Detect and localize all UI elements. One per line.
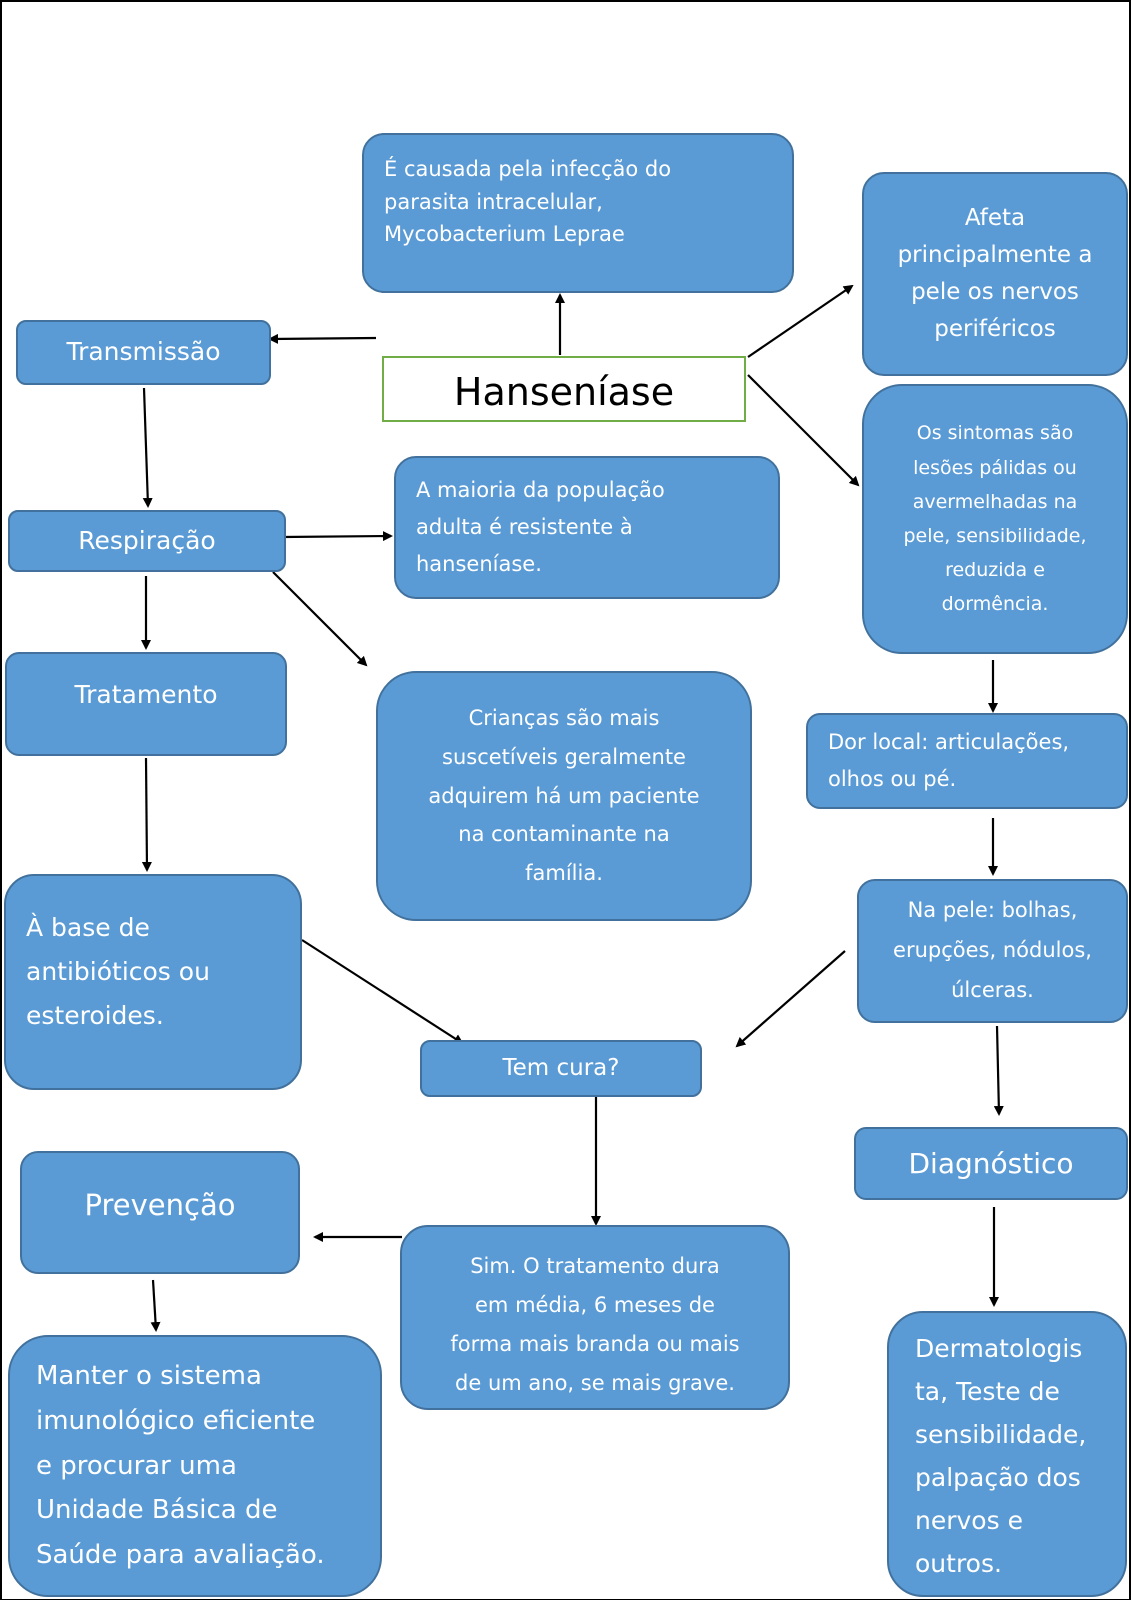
node-manter-text: Manter o sistema imunológico eficiente e… <box>36 1361 325 1571</box>
node-transmissao: Transmissão <box>16 320 271 385</box>
node-respiracao-text: Respiração <box>78 525 216 555</box>
node-antibioticos-text: À base de antibióticos ou esteroides. <box>26 913 210 1030</box>
arrow-napele-to-diagnostico <box>993 1025 1004 1116</box>
node-sintomas: Os sintomas são lesões pálidas ou averme… <box>862 384 1128 654</box>
central-topic-hanseniase: Hanseníase <box>382 356 746 422</box>
arrow-hanseniase-to-afeta <box>747 284 854 358</box>
node-dermatologista-text: Dermatologis ta, Teste de sensibilidade,… <box>915 1334 1087 1578</box>
arrow-transmissao-to-respiracao <box>142 387 153 508</box>
node-resistente-text: A maioria da população adulta é resisten… <box>416 478 665 576</box>
node-dor-local-text: Dor local: articulações, olhos ou pé. <box>828 730 1070 791</box>
node-causa-text: É causada pela infecção do parasita intr… <box>384 157 672 247</box>
arrow-prevencao-to-manter <box>150 1279 161 1332</box>
arrow-napele-to-temcura <box>735 950 846 1048</box>
node-criancas-text: Crianças são mais suscetíveis geralmente… <box>428 705 700 886</box>
arrow-hanseniase-to-transmissao <box>268 333 377 344</box>
arrow-respiracao-to-criancas <box>272 571 368 667</box>
node-dor-local: Dor local: articulações, olhos ou pé. <box>806 713 1128 809</box>
node-manter: Manter o sistema imunológico eficiente e… <box>8 1335 382 1597</box>
node-sim-tratamento: Sim. O tratamento dura em média, 6 meses… <box>400 1225 790 1410</box>
node-sim-tratamento-text: Sim. O tratamento dura em média, 6 meses… <box>450 1254 740 1395</box>
node-sintomas-text: Os sintomas são lesões pálidas ou averme… <box>903 422 1087 616</box>
central-topic-label: Hanseníase <box>453 370 675 414</box>
node-afeta-text: Afeta principalmente a pele os nervos pe… <box>897 205 1093 342</box>
node-criancas: Crianças são mais suscetíveis geralmente… <box>376 671 752 921</box>
node-tratamento: Tratamento <box>5 652 287 756</box>
node-na-pele-text: Na pele: bolhas, erupções, nódulos, úlce… <box>893 898 1092 1002</box>
node-prevencao: Prevenção <box>20 1151 300 1274</box>
node-na-pele: Na pele: bolhas, erupções, nódulos, úlce… <box>857 879 1128 1023</box>
node-transmissao-text: Transmissão <box>66 337 221 367</box>
node-afeta: Afeta principalmente a pele os nervos pe… <box>862 172 1128 376</box>
node-resistente: A maioria da população adulta é resisten… <box>394 456 780 599</box>
node-diagnostico-text: Diagnóstico <box>908 1146 1074 1180</box>
node-dermatologista: Dermatologis ta, Teste de sensibilidade,… <box>887 1311 1127 1597</box>
node-diagnostico: Diagnóstico <box>854 1127 1128 1200</box>
node-tem-cura-text: Tem cura? <box>502 1054 620 1081</box>
node-respiracao: Respiração <box>8 510 286 572</box>
node-tem-cura: Tem cura? <box>420 1040 702 1097</box>
node-tratamento-text: Tratamento <box>74 680 218 709</box>
arrow-antibioticos-to-temcura <box>301 939 464 1045</box>
node-causa: É causada pela infecção do parasita intr… <box>362 133 794 293</box>
arrow-tratamento-to-antibioticos <box>141 757 152 872</box>
arrow-respiracao-to-resistente <box>282 531 393 542</box>
node-antibioticos: À base de antibióticos ou esteroides. <box>4 874 302 1090</box>
node-prevencao-text: Prevenção <box>84 1188 236 1222</box>
